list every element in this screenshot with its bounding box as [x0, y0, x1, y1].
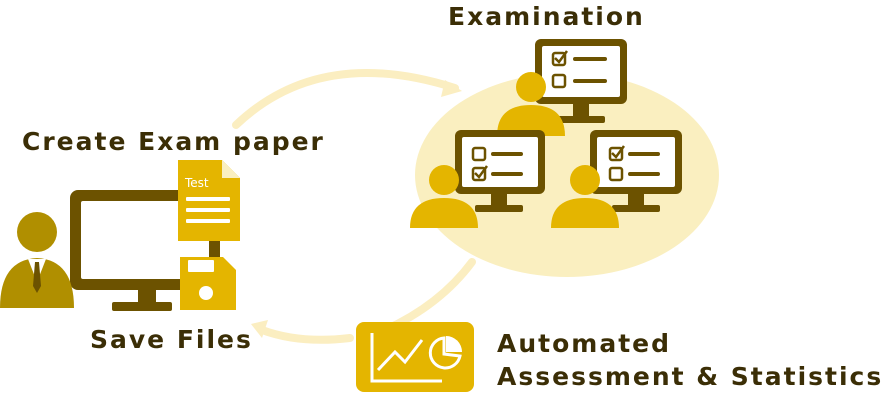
teacher-avatar-icon [0, 212, 74, 308]
automated-assessment-label: Automated Assessment & Statistics [497, 327, 883, 393]
create-exam-paper-label: Create Exam paper [22, 127, 325, 156]
checklist-icon [471, 146, 523, 182]
examination-label: Examination [448, 2, 645, 31]
arrow-assessment-to-save [258, 326, 354, 344]
monitor-icon [590, 130, 682, 212]
test-document-icon: Test [178, 160, 240, 241]
document-tag: Test [184, 176, 209, 190]
cycle-arrow-icon [232, 69, 476, 344]
checklist-icon [551, 50, 607, 89]
arrow-exam-to-assessment [381, 258, 476, 334]
student-avatar-icon [410, 165, 478, 228]
examination-area [415, 73, 719, 277]
automated-label-line2: Assessment & Statistics [497, 362, 884, 391]
arrow-create-to-exam [232, 69, 459, 129]
arrowhead-save [251, 320, 268, 338]
arrowhead-exam [441, 80, 462, 97]
save-files-label: Save Files [90, 325, 253, 354]
student-avatar-icon [497, 72, 565, 136]
line-pie-chart-icon [356, 322, 474, 392]
student-avatar-icon [551, 165, 619, 228]
automated-label-line1: Automated [497, 329, 671, 358]
checklist-icon [608, 145, 660, 182]
floppy-disk-icon [180, 257, 236, 310]
